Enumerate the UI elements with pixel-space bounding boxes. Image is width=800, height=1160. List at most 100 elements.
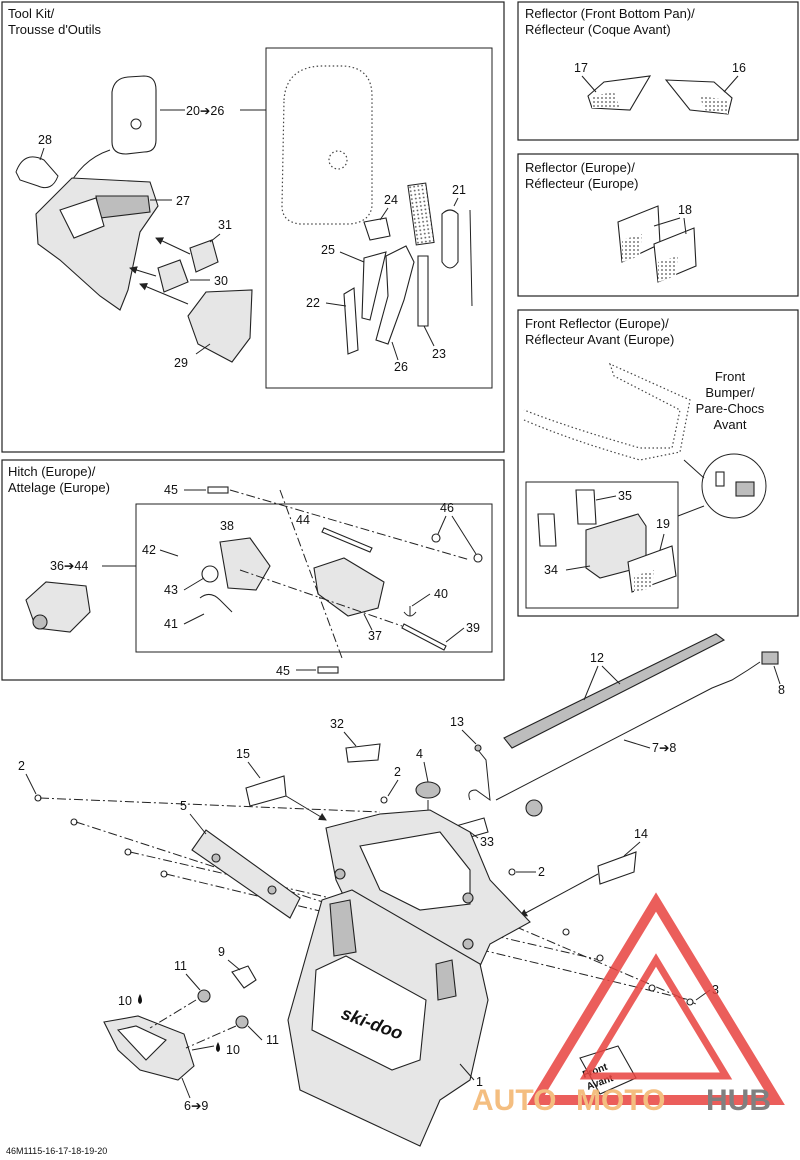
bumper-label-2: Bumper/ (705, 385, 755, 400)
callout-2-top: 2 (394, 765, 401, 779)
anchor-40 (403, 606, 417, 617)
callout-30: 30 (214, 274, 228, 288)
callout-40: 40 (434, 587, 448, 601)
wire-13 (468, 749, 491, 802)
screw-3 (686, 998, 694, 1006)
wrench-22 (343, 287, 359, 355)
reflector-fbp-title-en: Reflector (Front Bottom Pan)/ (525, 6, 695, 21)
callout-41: 41 (164, 617, 178, 631)
callout-4: 4 (416, 747, 423, 761)
bumper-label-1: Front (715, 369, 746, 384)
callout-32: 32 (330, 717, 344, 731)
emblem-4 (415, 781, 441, 799)
wrench-26 (375, 245, 415, 345)
tool-24 (363, 217, 391, 241)
tool-kit-title-en: Tool Kit/ (8, 6, 55, 21)
sticker-15 (245, 775, 287, 807)
callout-45-bottom: 45 (276, 664, 290, 678)
callout-24: 24 (384, 193, 398, 207)
watermark-triangle (527, 892, 785, 1105)
sticker-14 (597, 851, 637, 885)
callout-46: 46 (440, 501, 454, 515)
watermark-moto: MOTO (576, 1084, 665, 1117)
watermark-auto: AUTO (472, 1084, 556, 1117)
bolt-45-top (207, 486, 229, 494)
drop-icon-left (138, 994, 142, 1004)
front-reflector-title-en: Front Reflector (Europe)/ (525, 316, 669, 331)
tool-kit-frame (1, 1, 505, 453)
connector-8 (761, 651, 779, 665)
callout-35: 35 (618, 489, 632, 503)
callout-3: 3 (712, 983, 719, 997)
callout-37: 37 (368, 629, 382, 643)
callout-20-26: 20➔26 (186, 104, 224, 118)
callout-12: 12 (590, 651, 604, 665)
callout-23: 23 (432, 347, 446, 361)
pad-31 (189, 239, 219, 273)
callout-42: 42 (142, 543, 156, 557)
bolt-45-bottom (317, 666, 339, 674)
front-bumper (523, 362, 691, 461)
callout-29: 29 (174, 356, 188, 370)
bumper-label-4: Avant (713, 417, 746, 432)
callout-10-right: 10 (226, 1043, 240, 1057)
callout-1: 1 (476, 1075, 483, 1089)
callout-14: 14 (634, 827, 648, 841)
callout-43: 43 (164, 583, 178, 597)
bumper-label-3: Pare-Chocs (696, 401, 765, 416)
hitch-title-en: Hitch (Europe)/ (8, 464, 96, 479)
callout-7-8: 7➔8 (652, 741, 676, 755)
reflector-fbp-title-fr: Réflecteur (Coque Avant) (525, 22, 671, 37)
bulb-9 (231, 965, 257, 989)
callout-21: 21 (452, 183, 466, 197)
hitch-title-fr: Attelage (Europe) (8, 480, 110, 495)
callout-31: 31 (218, 218, 232, 232)
latch-38 (219, 537, 271, 591)
watermark-hub: HUB (706, 1084, 771, 1117)
callout-11-bottom: 11 (266, 1033, 279, 1047)
pad-30 (157, 259, 189, 293)
tool-23 (417, 255, 429, 327)
callout-19: 19 (656, 517, 670, 531)
sticker-32 (345, 743, 381, 763)
clip-41 (199, 594, 233, 613)
main-assembly: 12 8 7➔8 13 32 15 4 33 14 2 (18, 633, 785, 1147)
front-reflector-europe-section: Front Reflector (Europe)/ Réflecteur Ava… (517, 309, 799, 617)
callout-26: 26 (394, 360, 408, 374)
callout-17: 17 (574, 61, 588, 75)
callout-11-top: 11 (174, 959, 187, 973)
callout-39: 39 (466, 621, 480, 635)
hitch-inner-frame (135, 503, 493, 653)
callout-13: 13 (450, 715, 464, 729)
front-reflector-inner-frame (525, 481, 679, 609)
callout-9: 9 (218, 945, 225, 959)
harness-7 (495, 661, 761, 801)
nut-11-top (197, 989, 211, 1003)
front-reflector-title-fr: Réflecteur Avant (Europe) (525, 332, 674, 347)
callout-16: 16 (732, 61, 746, 75)
callout-28: 28 (38, 133, 52, 147)
callout-22: 22 (306, 296, 320, 310)
callout-2-left: 2 (18, 759, 25, 773)
screw-2-right (508, 868, 516, 876)
pin-39 (401, 623, 447, 651)
tool-kit-inner-frame (265, 47, 493, 389)
callout-5: 5 (180, 799, 187, 813)
callout-25: 25 (321, 243, 335, 257)
tool-pouch-small (111, 75, 157, 155)
bracket-5 (191, 829, 301, 919)
reflector-eu-title-en: Reflector (Europe)/ (525, 160, 635, 175)
callout-34: 34 (544, 563, 558, 577)
pin-44 (321, 527, 373, 553)
callout-44: 44 (296, 513, 310, 527)
hitch-europe-section: Hitch (Europe)/ Attelage (Europe) 36➔44 … (1, 459, 505, 681)
screwdriver-handle (441, 209, 459, 269)
callout-45-top: 45 (164, 483, 178, 497)
watermark: AUTO MOTO HUB (472, 892, 785, 1117)
callout-33: 33 (480, 835, 494, 849)
callout-8: 8 (778, 683, 785, 697)
callout-36-44: 36➔44 (50, 559, 88, 573)
callout-27: 27 (176, 194, 190, 208)
callout-2-right: 2 (538, 865, 545, 879)
